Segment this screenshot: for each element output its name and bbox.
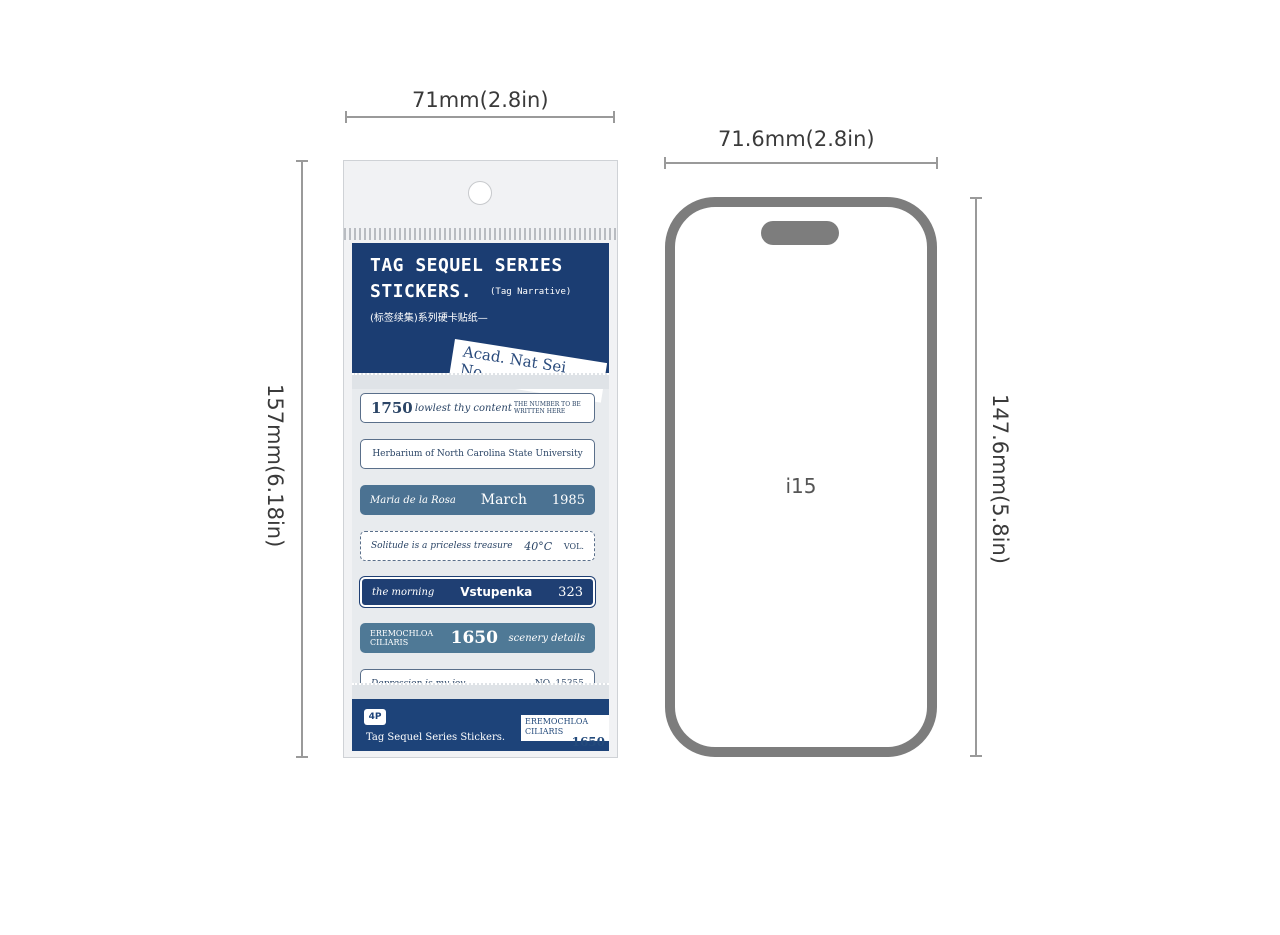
phone-outline: i15 (665, 197, 937, 757)
sticker-strip-vstupenka: the morning Vstupenka 323 (360, 577, 595, 607)
phone-model-label: i15 (785, 474, 817, 498)
strip-text: Vstupenka (460, 585, 533, 599)
pack-width-label: 71mm(2.8in) (412, 88, 549, 112)
pack-width-line (345, 111, 615, 123)
bottom-tag-text: EREMOCHLOA CILIARIS (525, 717, 589, 736)
strip-script: Solitude is a priceless treasure (371, 541, 513, 551)
strip-number: 1750 (371, 399, 413, 417)
phone-width-label: 71.6mm(2.8in) (718, 127, 875, 151)
sticker-strip-herbarium: Herbarium of North Carolina State Univer… (360, 439, 595, 469)
package-title: TAG SEQUEL SERIES STICKERS. (370, 253, 563, 305)
strip-script: the morning (372, 586, 435, 598)
strip-script: scenery details (508, 632, 585, 644)
strip-script: Maria de la Rosa (370, 494, 456, 506)
strip-script: lowlest thy content (414, 402, 512, 414)
strip-text: EREMOCHLOA CILIARIS (370, 629, 434, 647)
phone-width-line (664, 157, 938, 169)
sticker-strip-eremochloa: EREMOCHLOA CILIARIS 1650 scenery details (360, 623, 595, 653)
strip-number: 1650 (450, 628, 498, 648)
strip-small: THE NUMBER TO BE WRITTEN HERE (514, 401, 581, 415)
sticker-strip-solitude: Solitude is a priceless treasure 40°C VO… (360, 531, 595, 561)
strip-number: 40°C (524, 539, 553, 553)
bottom-brand-text: Tag Sequel Series Stickers. (366, 732, 506, 743)
strip-text: March (480, 492, 527, 508)
bottom-tag: EREMOCHLOA CILIARIS 1650 (521, 715, 609, 748)
strip-number: 323 (558, 584, 583, 600)
dynamic-island (761, 221, 839, 245)
sticker-strip-1750: 1750 lowlest thy content THE NUMBER TO B… (360, 393, 595, 423)
package-subtitle: (Tag Narrative) (490, 287, 572, 297)
sheet-header: TAG SEQUEL SERIES STICKERS. (Tag Narrati… (352, 243, 609, 403)
phone-height-label: 147.6mm(5.8in) (988, 394, 1012, 564)
strip-text: Herbarium of North Carolina State Univer… (372, 449, 583, 459)
phone-height-line (970, 197, 982, 757)
title-line-1: TAG SEQUEL SERIES (370, 255, 563, 276)
title-line-2: STICKERS. (370, 281, 473, 302)
sheet-footer: 4P EREMOCHLOA CILIARIS 1650 Tag Sequel S… (352, 683, 609, 751)
sticker-package: TAG SEQUEL SERIES STICKERS. (Tag Narrati… (343, 160, 618, 758)
pack-height-line (296, 160, 308, 758)
package-chinese-title: (标签续集)系列硬卡贴纸— (370, 313, 488, 324)
pack-height-label: 157mm(6.18in) (263, 384, 287, 548)
sticker-strip-march: Maria de la Rosa March 1985 (360, 485, 595, 515)
strip-number: 1985 (551, 492, 585, 508)
torn-edge (352, 373, 609, 389)
strip-small: VOL. (563, 541, 584, 551)
bottom-tag-number: 1650 (571, 735, 605, 749)
hang-hole (468, 181, 492, 205)
perforation (344, 228, 617, 240)
sheet-count-badge: 4P (364, 709, 386, 725)
sticker-sheet: TAG SEQUEL SERIES STICKERS. (Tag Narrati… (352, 243, 609, 751)
torn-edge (352, 683, 609, 699)
